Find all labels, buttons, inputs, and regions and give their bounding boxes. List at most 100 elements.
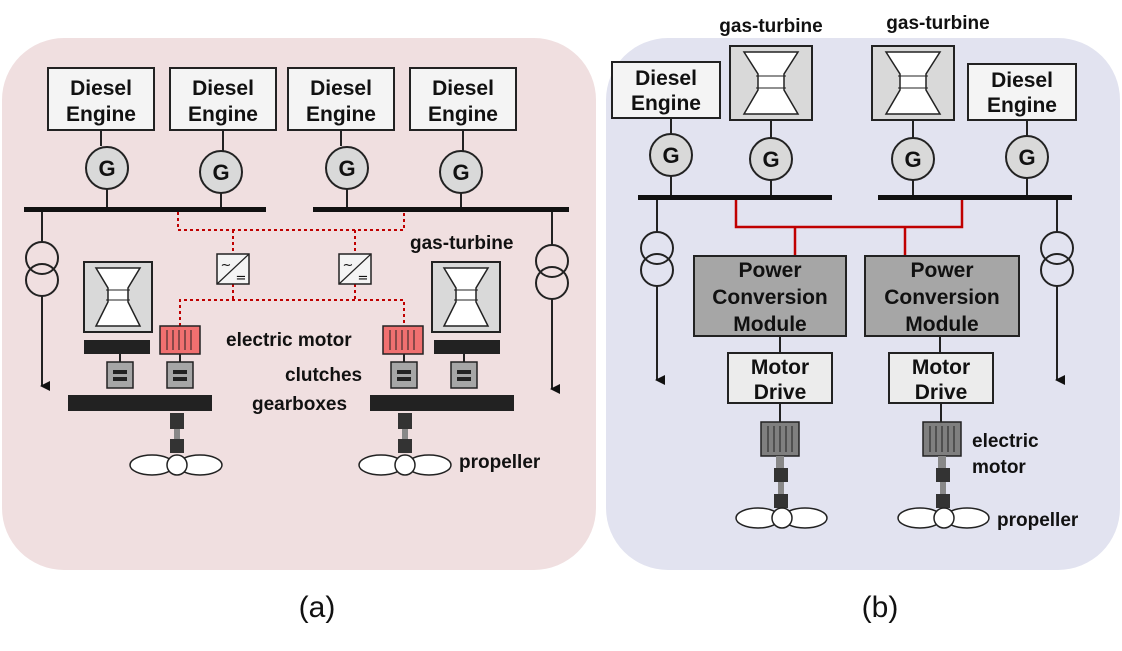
gearboxes-label: gearboxes <box>252 394 347 415</box>
panel-a-dotted-links <box>177 212 405 326</box>
panel-a-clutches <box>106 361 478 389</box>
propeller-icon <box>897 507 990 529</box>
generator-label: G <box>662 143 679 168</box>
panel-b-gas-turbine-left <box>729 45 813 121</box>
panel-a-engine-shafts <box>100 130 464 151</box>
engine-line: Engine <box>306 103 376 126</box>
gas-turbine-label: gas-turbine <box>410 233 513 254</box>
transformer-coil <box>25 241 59 275</box>
engine-line: Diesel <box>310 77 372 100</box>
panel-a-transformer-left <box>25 212 59 391</box>
engine-line: Engine <box>66 103 136 126</box>
propeller-label: propeller <box>459 452 541 473</box>
clutch-icon <box>450 361 478 389</box>
motor-line: electric <box>972 431 1039 452</box>
module-line: Power <box>738 259 801 282</box>
generator-label: G <box>98 156 115 181</box>
converter-ac-glyph: ~ <box>343 258 354 273</box>
turbine-shaft-block <box>84 340 150 354</box>
module-line: Conversion <box>712 286 828 309</box>
gearbox-left <box>68 395 212 411</box>
diesel-engine-box <box>967 63 1077 121</box>
generator-label: G <box>338 156 355 181</box>
panel-b-background <box>606 38 1120 570</box>
power-conversion-module <box>864 255 1020 337</box>
busbar-b-left <box>638 195 832 200</box>
generator-label: G <box>452 160 469 185</box>
propeller-label: propeller <box>997 510 1079 531</box>
panel-a-electric-motors <box>159 325 424 355</box>
electric-motor-icon <box>382 325 424 355</box>
drive-line: Drive <box>754 381 807 404</box>
engine-line: Diesel <box>635 67 697 90</box>
module-line: Module <box>733 313 807 336</box>
drive-line: Drive <box>915 381 968 404</box>
engine-line: Diesel <box>991 69 1053 92</box>
panel-b-transformer-left <box>640 200 674 385</box>
converter-dc-glyph: = <box>358 271 369 286</box>
converter-ac-glyph: ~ <box>221 258 232 273</box>
generator-label: G <box>762 147 779 172</box>
panel-b-transformer-right <box>1040 200 1074 385</box>
panel-a-gen-bus-links <box>106 189 462 209</box>
gearbox-right <box>370 395 514 411</box>
gas-turbine-label: gas-turbine <box>886 13 989 34</box>
module-line: Module <box>905 313 979 336</box>
generator-label: G <box>212 160 229 185</box>
panel-a-gas-turbine-right <box>431 261 501 333</box>
gas-turbine-label: gas-turbine <box>719 16 822 37</box>
panel-b-gen-bus-links <box>670 176 1028 197</box>
turbine-shaft-block <box>434 340 500 354</box>
electric-motor-icon <box>159 325 201 355</box>
engine-line: Engine <box>631 92 701 115</box>
panel-a-propeller-shaft-right <box>398 413 412 453</box>
drive-line: Motor <box>912 356 970 379</box>
panel-a-gas-turbine-left <box>83 261 153 333</box>
panel-b-red-links <box>734 200 964 256</box>
panel-b-engine-shafts <box>670 118 1028 138</box>
electric-motor-label: electric motor <box>226 330 352 351</box>
transformer-coil <box>1040 231 1074 265</box>
clutch-icon <box>390 361 418 389</box>
diesel-engine-box <box>409 67 517 131</box>
diesel-engine-box <box>611 61 721 119</box>
panel-b-propeller-shaft-left <box>774 456 788 508</box>
panel-a-caption: (a) <box>299 591 336 624</box>
propeller-icon <box>129 454 223 476</box>
propeller-icon <box>735 507 828 529</box>
transformer-coil <box>640 231 674 265</box>
clutches-label: clutches <box>285 365 362 386</box>
motor-line: motor <box>972 457 1026 478</box>
panel-a-generators: G G G G <box>85 146 483 194</box>
drive-line: Motor <box>751 356 809 379</box>
generator-label: G <box>1018 145 1035 170</box>
clutch-icon <box>166 361 194 389</box>
engine-line: Diesel <box>192 77 254 100</box>
engine-line: Diesel <box>70 77 132 100</box>
diesel-engine-box <box>287 67 395 131</box>
busbar-b-right <box>878 195 1072 200</box>
generator-label: G <box>904 147 921 172</box>
engine-line: Diesel <box>432 77 494 100</box>
module-line: Power <box>910 259 973 282</box>
panel-a-converters: ~ = ~ = <box>216 253 372 286</box>
engine-line: Engine <box>188 103 258 126</box>
transformer-coil <box>535 244 569 278</box>
panel-b-module-drive-links <box>779 336 941 353</box>
panel-b-caption: (b) <box>862 591 899 624</box>
panel-b-drive-motor-links <box>779 403 942 422</box>
converter-dc-glyph: = <box>236 271 247 286</box>
module-line: Conversion <box>884 286 1000 309</box>
